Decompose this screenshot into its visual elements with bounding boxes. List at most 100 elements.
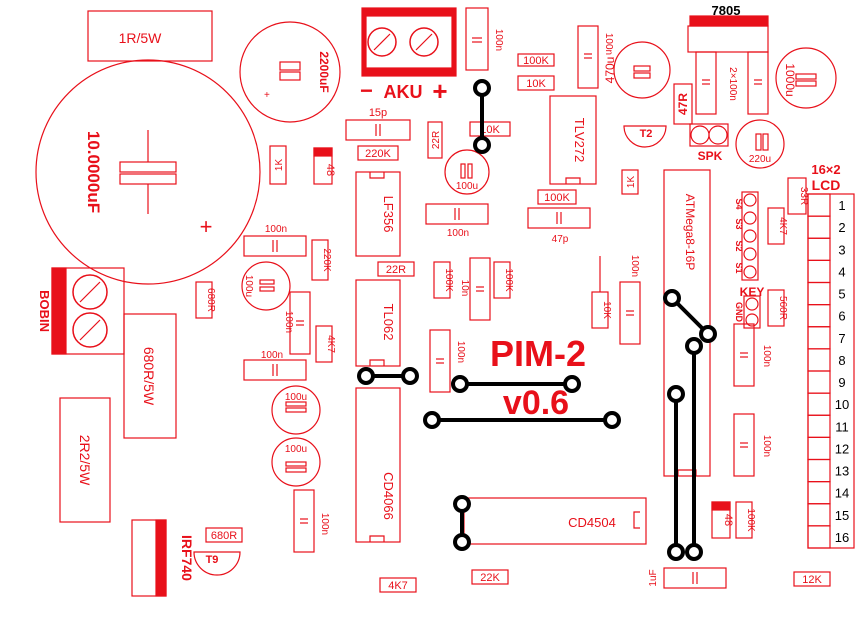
- resistor-100k-e-label: 100K: [745, 508, 756, 532]
- resistor-22k-label: 22K: [480, 572, 500, 584]
- transistor-t9-label: T9: [206, 554, 219, 566]
- lcd-pin-box: [807, 193, 831, 217]
- resistor-100k-e: [735, 501, 753, 539]
- capacitor-100n-b-label: 100n: [603, 33, 614, 55]
- capacitor-220u-label: 220u: [749, 154, 771, 165]
- capacitor-100u-d: [271, 437, 321, 487]
- capacitor-1000u-label: 1000u: [783, 63, 797, 96]
- aku-plus-sign: +: [432, 76, 447, 106]
- lcd-pin-box: [807, 525, 831, 549]
- resistor-1r-body: [87, 10, 213, 62]
- resistor-33r-label: 33R: [798, 187, 809, 205]
- regulator-7805-body: [687, 25, 769, 53]
- lcd-label: LCD: [812, 177, 841, 193]
- lcd-title: 16×2: [811, 162, 840, 177]
- transistor-t9: [193, 551, 241, 576]
- capacitor-1uf-label: 1uF: [648, 569, 659, 586]
- transistor-t2-label: T2: [640, 128, 653, 140]
- resistor-4k7-b: [315, 325, 333, 363]
- capacitor-2x100n-label: 2×100n: [727, 67, 738, 101]
- lcd-pin-box: [807, 392, 831, 416]
- resistor-33r: [787, 177, 807, 215]
- lcd-pin-box: [807, 259, 831, 284]
- resistor-22r-v-label: 22R: [431, 131, 442, 149]
- lcd-pin-box: [807, 237, 831, 261]
- board-version: v0.6: [503, 384, 569, 422]
- lcd-pin-box: [807, 503, 831, 527]
- switch-pads: [741, 191, 759, 281]
- ic-tl062-label: TL062: [381, 304, 396, 341]
- resistor-48-a-label: 48: [324, 164, 336, 176]
- lcd-pin-number: 2: [838, 220, 845, 235]
- ic-lf356-label: LF356: [381, 196, 396, 233]
- big-capacitor-outline: [35, 59, 261, 285]
- capacitor-100u-c-label: 100u: [285, 392, 307, 403]
- capacitor-1000u: [775, 47, 837, 109]
- capacitor-100n-g: [289, 291, 311, 355]
- capacitor-100n-d-label: 100n: [761, 345, 772, 367]
- lcd-pin-box: [807, 481, 831, 505]
- resistor-4k7-b-label: 4K7: [325, 335, 336, 353]
- lcd-pin-number: 10: [835, 397, 849, 412]
- resistor-10k-c-label: 10K: [601, 301, 612, 319]
- resistor-1k-a: [269, 145, 287, 185]
- capacitor-2200u-label: 2200uF: [317, 51, 331, 92]
- ic-cd4504-label: CD4504: [568, 515, 616, 530]
- capacitor-2200u-outline: [239, 21, 341, 123]
- capacitor-100u-b-label: 100u: [243, 275, 254, 297]
- capacitor-1uf: [663, 567, 727, 589]
- board-title: PIM-2: [490, 333, 586, 374]
- lcd-pin-box: [807, 215, 831, 239]
- capacitor-100n-top: [465, 7, 489, 71]
- resistor-22r-h: [377, 261, 415, 277]
- lcd-pin-number: 9: [838, 375, 845, 390]
- capacitor-2x100n-a: [695, 51, 717, 115]
- resistor-1k-a-label: 1K: [274, 159, 285, 172]
- resistor-100k-b: [537, 189, 577, 205]
- resistor-12k-label: 12K: [802, 574, 822, 586]
- capacitor-100n-d: [733, 323, 755, 387]
- capacitor-10n-label: 10n: [459, 280, 470, 297]
- lcd-pin-box: [807, 436, 831, 461]
- resistor-560r: [767, 289, 785, 327]
- resistor-220k-label: 220K: [365, 148, 391, 160]
- capacitor-100n-j-label: 100n: [455, 341, 466, 363]
- ic-cd4066-label: CD4066: [381, 472, 396, 520]
- lcd-pin-box: [807, 281, 831, 306]
- bobin-label: BOBIN: [37, 290, 52, 332]
- lcd-pin-number: 3: [838, 242, 845, 257]
- capacitor-100n-g-label: 100n: [283, 311, 294, 333]
- capacitor-100u-a: [444, 149, 490, 195]
- capacitor-100n-j: [429, 329, 451, 393]
- resistor-680r-v: [195, 281, 213, 319]
- capacitor-100n-f-label: 100n: [265, 224, 287, 235]
- capacitor-100n-e: [619, 281, 641, 345]
- resistor-100k-c: [433, 261, 451, 299]
- resistor-2r2-5w: [59, 397, 111, 523]
- lcd-pin-number: 13: [835, 464, 849, 479]
- lcd-pin-number: 7: [838, 331, 845, 346]
- capacitor-100n-c: [425, 203, 489, 225]
- capacitor-470u: [613, 41, 671, 99]
- capacitor-47p-label: 47p: [552, 234, 569, 245]
- ic-cd4504: [463, 497, 647, 545]
- copper-pads: [357, 79, 717, 561]
- lcd-pin-box: [807, 348, 831, 372]
- resistor-680r-5w-label: 680R/5W: [141, 347, 157, 406]
- resistor-2r2-5w-label: 2R2/5W: [77, 435, 93, 486]
- resistor-22r-h-label: 22R: [386, 264, 406, 276]
- svg-text:+: +: [264, 90, 270, 101]
- capacitor-100n-f: [243, 235, 307, 257]
- resistor-220k: [357, 145, 399, 161]
- resistor-220k-v: [311, 239, 329, 281]
- capacitor-2x100n-b: [747, 51, 769, 115]
- capacitor-100n-h: [243, 359, 307, 381]
- aku-minus-sign: −: [360, 78, 373, 103]
- capacitor-100n-c-label: 100n: [447, 228, 469, 239]
- capacitor-100n-k: [293, 489, 315, 553]
- capacitor-100n-i: [733, 413, 755, 477]
- resistor-100k-c-label: 100K: [443, 268, 454, 292]
- resistor-680r-h: [205, 527, 243, 543]
- switch-s3-label: S3: [734, 218, 744, 229]
